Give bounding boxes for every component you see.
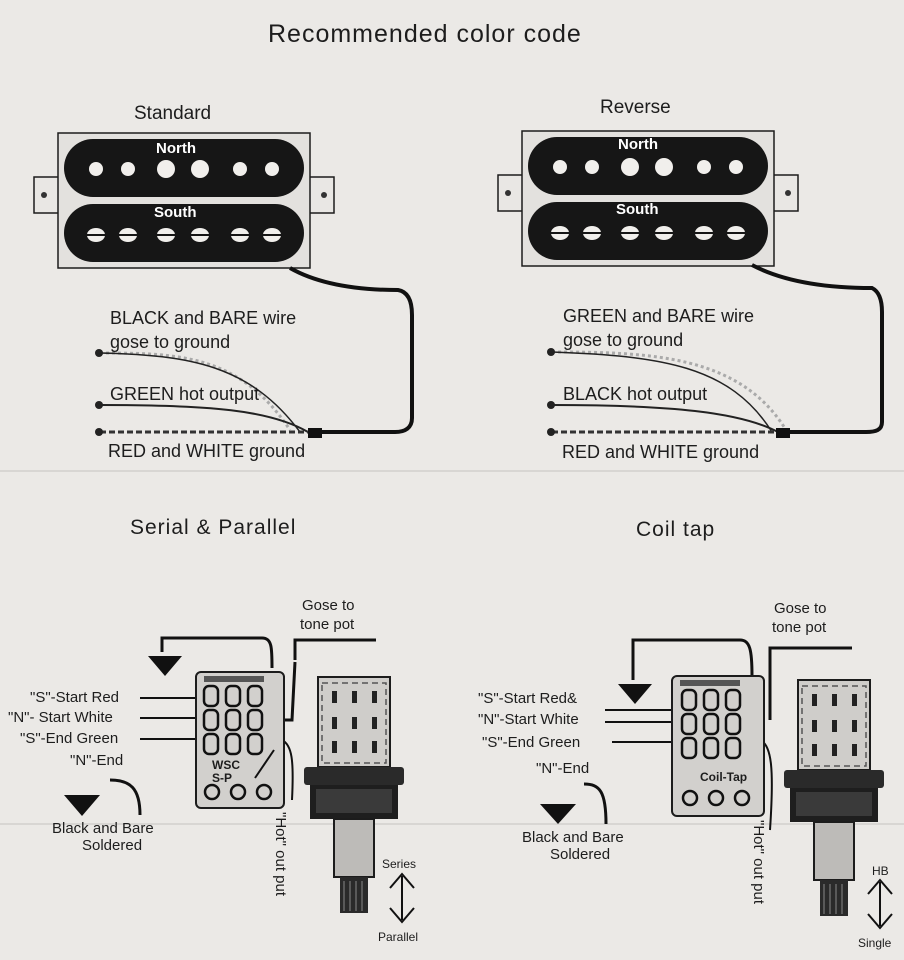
- coil-tap-s-end: "S"-End Green: [482, 734, 581, 751]
- wsc-chip-line2: S-P: [212, 771, 233, 785]
- standard-wire1-line2: gose to ground: [110, 332, 231, 352]
- reverse-north-label: North: [618, 136, 658, 153]
- serial-parallel-s-end: "S"-End Green: [20, 730, 119, 747]
- standard-wire1-line1: BLACK and BARE wire: [110, 308, 297, 328]
- series-parallel-pot: [303, 676, 405, 914]
- reverse-heading: Reverse: [600, 97, 671, 118]
- standard-wiring: [95, 266, 414, 438]
- series-parallel-arrow-icon: [389, 872, 415, 924]
- serial-parallel-s-start: "S"-Start Red: [30, 689, 120, 706]
- serial-parallel-n-end: "N"-End: [70, 752, 124, 769]
- standard-north-label: North: [156, 140, 196, 157]
- reverse-wire1-line1: GREEN and BARE wire: [563, 306, 755, 326]
- wsc-chip-line1: WSC: [212, 758, 240, 772]
- coil-tap-tone-line1: Gose to: [774, 600, 827, 617]
- serial-parallel-ground-line1: Black and Bare: [52, 820, 154, 837]
- coil-tap-pot: [783, 679, 885, 917]
- standard-south-label: South: [154, 204, 197, 221]
- coil-tap-wiring: [540, 638, 852, 831]
- coil-tap-n-end: "N"-End: [536, 760, 590, 777]
- standard-heading: Standard: [134, 103, 212, 124]
- parallel-label: Parallel: [378, 930, 419, 944]
- coil-tap-switch-chip: [671, 675, 765, 817]
- serial-parallel-n-start: "N"- Start White: [8, 709, 113, 726]
- coil-tap-ground-line2: Soldered: [550, 846, 611, 863]
- coil-tap-ground-line1: Black and Bare: [522, 829, 624, 846]
- hb-label: HB: [872, 864, 889, 878]
- reverse-wire3-label: RED and WHITE ground: [562, 442, 760, 462]
- coil-tap-arrow-icon: [867, 878, 893, 930]
- serial-parallel-heading: Serial & Parallel: [130, 516, 297, 539]
- single-label: Single: [858, 936, 892, 950]
- wsc-switch-chip: [195, 671, 285, 809]
- series-label: Series: [382, 857, 417, 871]
- standard-wire3-label: RED and WHITE ground: [108, 441, 306, 461]
- serial-parallel-ground-line2: Soldered: [82, 837, 143, 854]
- coil-tap-n-start: "N"-Start White: [478, 711, 579, 728]
- standard-wire2-label: GREEN hot output: [110, 384, 260, 404]
- serial-parallel-wiring: [64, 636, 376, 816]
- reverse-wire1-line2: gose to ground: [563, 330, 684, 350]
- serial-parallel-tone-line2: tone pot: [300, 616, 355, 633]
- coil-tap-heading: Coil tap: [636, 518, 716, 541]
- coil-tap-hot-out: "Hot" out put: [750, 820, 767, 905]
- page-title: Recommended color code: [268, 20, 582, 48]
- coil-tap-s-start: "S"-Start Red&: [478, 690, 578, 707]
- reverse-wire2-label: BLACK hot output: [563, 384, 708, 404]
- serial-parallel-hot-out: "Hot" out put: [272, 812, 289, 897]
- coil-tap-chip-label: Coil-Tap: [700, 770, 748, 784]
- reverse-wiring: [547, 263, 884, 438]
- reverse-south-label: South: [616, 201, 659, 218]
- coil-tap-tone-line2: tone pot: [772, 619, 827, 636]
- serial-parallel-tone-line1: Gose to: [302, 597, 355, 614]
